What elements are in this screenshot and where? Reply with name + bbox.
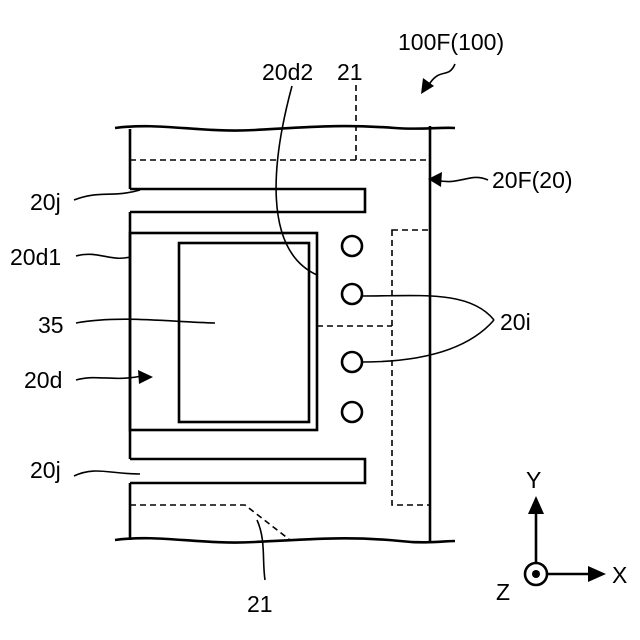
label-21-bottom: 21 bbox=[247, 591, 273, 617]
top-wavy-break-line bbox=[115, 126, 455, 130]
hidden-lines bbox=[130, 85, 430, 540]
leader-20d2 bbox=[276, 86, 317, 275]
dashed-pad-region bbox=[392, 230, 430, 505]
pad-3 bbox=[342, 352, 362, 372]
leader-21-bottom bbox=[257, 520, 265, 580]
label-20d2: 20d2 bbox=[262, 59, 313, 85]
slit-top bbox=[130, 189, 365, 212]
pad-2 bbox=[342, 284, 362, 304]
x-axis-arrowhead bbox=[588, 566, 606, 582]
label-figure-ref: 100F(100) bbox=[398, 29, 504, 55]
chip-35 bbox=[179, 243, 309, 422]
label-20i: 20i bbox=[500, 309, 531, 335]
leader-20d1 bbox=[76, 254, 130, 258]
label-20d1: 20d1 bbox=[10, 244, 61, 270]
axis-label-y: Y bbox=[526, 467, 541, 493]
z-axis-dot bbox=[532, 570, 540, 578]
label-20F: 20F(20) bbox=[492, 167, 573, 193]
slit-bottom bbox=[130, 459, 365, 483]
pad-1 bbox=[342, 236, 362, 256]
leader-100F-arrow bbox=[428, 64, 455, 86]
leader-20F bbox=[436, 177, 488, 181]
coordinate-axes: Y X Z bbox=[496, 467, 627, 605]
pads-20i bbox=[342, 236, 362, 422]
reference-labels: 100F(100) 20d2 21 20F(20) 20j 20d1 35 20… bbox=[10, 29, 573, 617]
label-21-top: 21 bbox=[337, 59, 363, 85]
leader-20d-arrow bbox=[76, 376, 142, 380]
axis-label-x: X bbox=[612, 562, 627, 588]
leader-20i-upper bbox=[362, 296, 494, 320]
pad-4 bbox=[342, 402, 362, 422]
dashed-bottom-21 bbox=[130, 505, 290, 540]
bottom-wavy-break-line bbox=[115, 538, 455, 542]
y-axis-arrowhead bbox=[528, 496, 544, 514]
leader-20j-bottom bbox=[74, 471, 140, 476]
label-20j-bottom: 20j bbox=[30, 457, 61, 483]
axis-label-z: Z bbox=[496, 579, 510, 605]
label-20d: 20d bbox=[24, 367, 62, 393]
label-20j-top: 20j bbox=[30, 189, 61, 215]
leader-20j-top bbox=[74, 190, 140, 200]
leader-35 bbox=[76, 319, 215, 323]
label-35: 35 bbox=[38, 312, 64, 338]
frame-20d2-inner bbox=[130, 233, 317, 430]
arrowhead-20d bbox=[138, 370, 153, 384]
